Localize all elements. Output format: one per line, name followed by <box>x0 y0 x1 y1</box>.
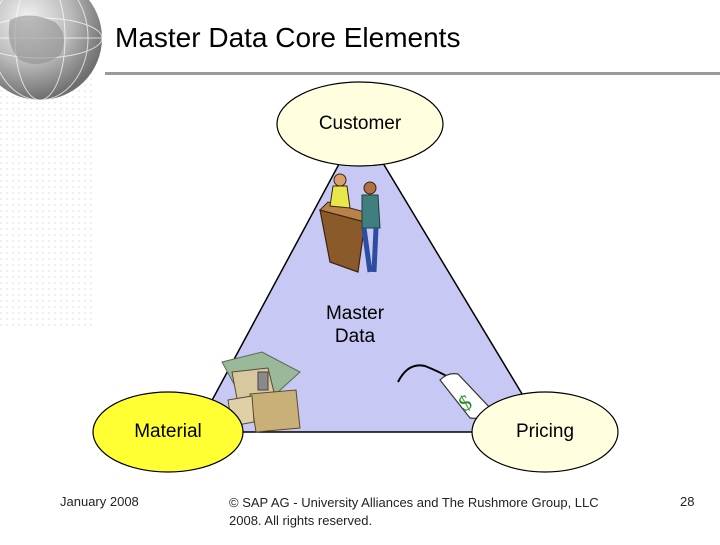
center-label-line1: Master <box>325 303 385 324</box>
dot-grid-pattern <box>0 70 95 330</box>
pricing-label: Pricing <box>515 421 575 442</box>
customer-people-icon <box>319 173 381 273</box>
center-label: Master Data <box>314 302 396 348</box>
master-data-triangle <box>193 123 547 433</box>
material-label: Material <box>134 421 202 442</box>
footer-date: January 2008 <box>60 494 139 509</box>
title-divider <box>105 72 720 75</box>
footer-copyright: © SAP AG - University Alliances and The … <box>229 495 599 528</box>
customer-label: Customer <box>318 113 402 134</box>
connector-squiggle <box>397 364 451 383</box>
center-label-line2: Data <box>334 326 376 347</box>
pricing-node <box>471 391 619 473</box>
customer-node <box>276 81 444 167</box>
footer-page-number: 28 <box>680 494 695 509</box>
slide-title: Master Data Core Elements <box>115 22 461 53</box>
material-node <box>92 391 244 473</box>
